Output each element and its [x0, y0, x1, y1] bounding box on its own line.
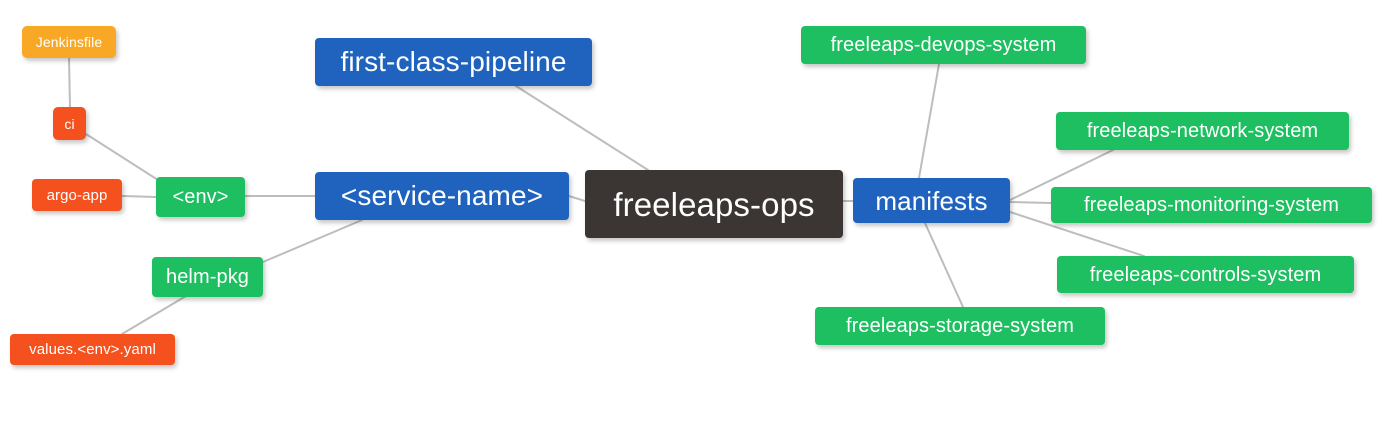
edge-service-name-to-freeleaps-ops: [568, 195, 586, 202]
edge-first-class-pipeline-to-freeleaps-ops: [515, 85, 649, 171]
node-label: values.<env>.yaml: [29, 341, 156, 358]
node-label: ci: [64, 115, 75, 132]
node-label: argo-app: [46, 186, 108, 204]
node-freeleaps-storage-system[interactable]: freeleaps-storage-system: [815, 307, 1105, 345]
node-values-yaml[interactable]: values.<env>.yaml: [10, 334, 175, 365]
node-helm-pkg[interactable]: helm-pkg: [152, 257, 263, 297]
edge-ci-to-env: [85, 133, 159, 181]
node-freeleaps-monitoring-system[interactable]: freeleaps-monitoring-system: [1051, 187, 1372, 223]
node-label: freeleaps-devops-system: [830, 34, 1057, 56]
node-argo-app[interactable]: argo-app: [32, 179, 122, 211]
edge-helm-pkg-to-values-yaml: [121, 295, 187, 335]
node-label: Jenkinsfile: [35, 34, 103, 50]
node-label: freeleaps-storage-system: [845, 315, 1075, 337]
edge-service-name-to-helm-pkg: [262, 219, 363, 263]
node-label: freeleaps-ops: [613, 185, 815, 223]
node-label: manifests: [875, 185, 988, 216]
edge-manifests-to-freeleaps-monitoring-system: [1009, 201, 1052, 204]
node-freeleaps-controls-system[interactable]: freeleaps-controls-system: [1057, 256, 1354, 293]
node-label: <service-name>: [340, 180, 544, 211]
node-label: helm-pkg: [165, 266, 250, 288]
node-label: freeleaps-network-system: [1086, 120, 1319, 142]
node-ci[interactable]: ci: [53, 107, 86, 140]
node-service-name[interactable]: <service-name>: [315, 172, 569, 220]
edge-manifests-to-freeleaps-devops-system: [918, 63, 940, 179]
node-label: freeleaps-controls-system: [1089, 263, 1322, 286]
node-freeleaps-network-system[interactable]: freeleaps-network-system: [1056, 112, 1349, 150]
node-first-class-pipeline[interactable]: first-class-pipeline: [315, 38, 592, 86]
node-label: <env>: [172, 186, 229, 208]
node-label: first-class-pipeline: [340, 46, 567, 77]
node-label: freeleaps-monitoring-system: [1083, 194, 1339, 216]
edge-jenkinsfile-to-ci: [68, 57, 71, 108]
node-jenkinsfile[interactable]: Jenkinsfile: [22, 26, 116, 58]
node-manifests[interactable]: manifests: [853, 178, 1010, 223]
node-env[interactable]: <env>: [156, 177, 245, 217]
node-freeleaps-ops[interactable]: freeleaps-ops: [585, 170, 843, 238]
node-freeleaps-devops-system[interactable]: freeleaps-devops-system: [801, 26, 1086, 64]
edge-argo-app-to-env: [121, 195, 157, 198]
edge-manifests-to-freeleaps-storage-system: [924, 222, 964, 308]
